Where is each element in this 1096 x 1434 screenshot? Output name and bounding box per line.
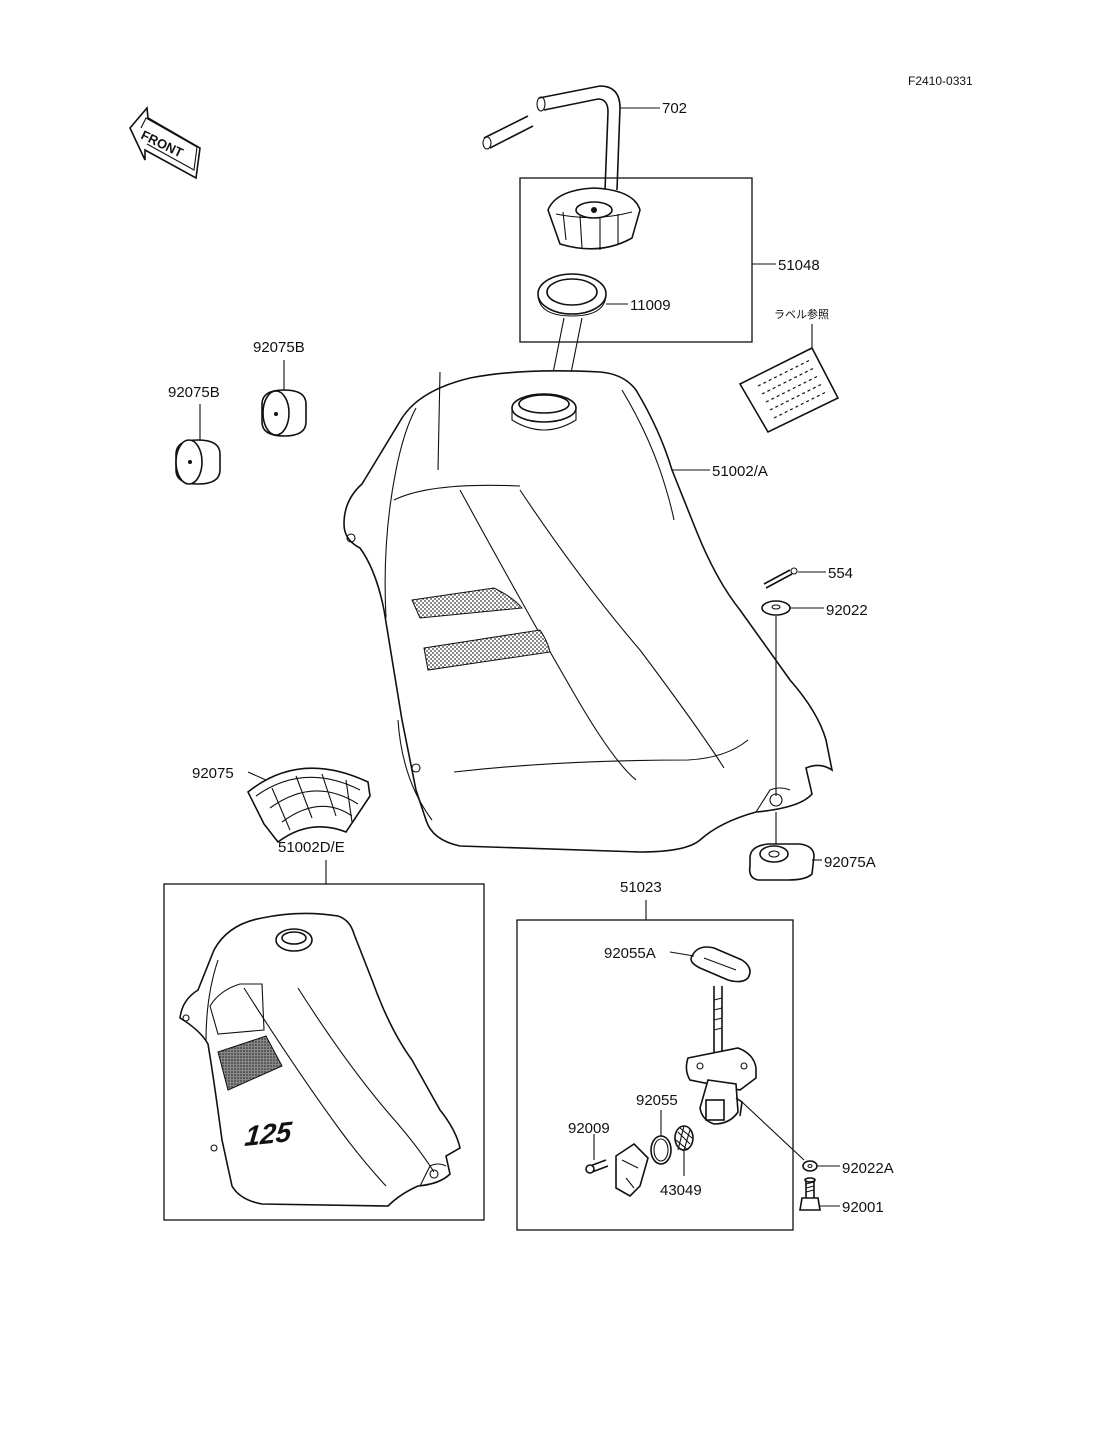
lever-screw-92009-icon xyxy=(585,1142,649,1197)
part-label-92022a: 92022A xyxy=(842,1160,894,1177)
tank-badge-125: 125 xyxy=(243,1115,294,1152)
fuel-tank-variant-icon: 125 xyxy=(179,912,461,1207)
part-label-92022: 92022 xyxy=(826,602,868,619)
breather-hose-702 xyxy=(482,85,621,191)
part-label-51002a: 51002/A xyxy=(712,463,768,480)
o-ring-92055-icon xyxy=(650,1135,672,1165)
label-sticker-icon xyxy=(738,346,840,434)
figure-code: F2410-0331 xyxy=(908,74,973,88)
part-label-92055a: 92055A xyxy=(604,945,656,962)
part-label-43049: 43049 xyxy=(660,1182,702,1199)
gasket-92055a-icon xyxy=(690,946,751,983)
part-label-92075b-right: 92075B xyxy=(253,339,305,356)
part-label-11009: 11009 xyxy=(630,297,671,314)
fuel-cap-icon xyxy=(547,187,641,250)
filter-screen-43049-icon xyxy=(674,1125,694,1151)
part-label-92009: 92009 xyxy=(568,1120,610,1137)
tank-damper-left-icon xyxy=(175,439,221,485)
bolt-92001-icon xyxy=(799,1177,821,1211)
tank-rubber-92075a-icon xyxy=(748,843,815,881)
fuel-cock-box xyxy=(516,919,794,1231)
part-label-92075b-left: 92075B xyxy=(168,384,220,401)
tank-damper-right-icon xyxy=(261,389,307,437)
cap-gasket-icon xyxy=(537,273,607,317)
cotter-pin-icon xyxy=(763,567,798,589)
part-label-92001: 92001 xyxy=(842,1199,884,1216)
label-reference-note: ラベル参照 xyxy=(774,307,829,321)
part-label-51048: 51048 xyxy=(778,257,820,274)
part-label-51023: 51023 xyxy=(620,879,662,896)
fuel-tank-main-icon xyxy=(343,370,834,853)
washer-92022-icon xyxy=(761,600,791,616)
part-label-92075: 92075 xyxy=(192,765,234,782)
part-label-92055: 92055 xyxy=(636,1092,678,1109)
part-label-554: 554 xyxy=(828,565,853,582)
tank-grid-rubber-92075-icon xyxy=(246,767,371,844)
cap-assembly-box xyxy=(519,177,753,343)
tank-variant-box xyxy=(163,883,485,1221)
part-label-702: 702 xyxy=(662,100,687,117)
front-arrow-icon: FRONT xyxy=(129,106,201,180)
part-label-51002de: 51002D/E xyxy=(278,839,345,856)
fuel-cock-icon xyxy=(685,986,757,1125)
part-label-92075a: 92075A xyxy=(824,854,876,871)
washer-92022a-icon xyxy=(802,1160,818,1172)
